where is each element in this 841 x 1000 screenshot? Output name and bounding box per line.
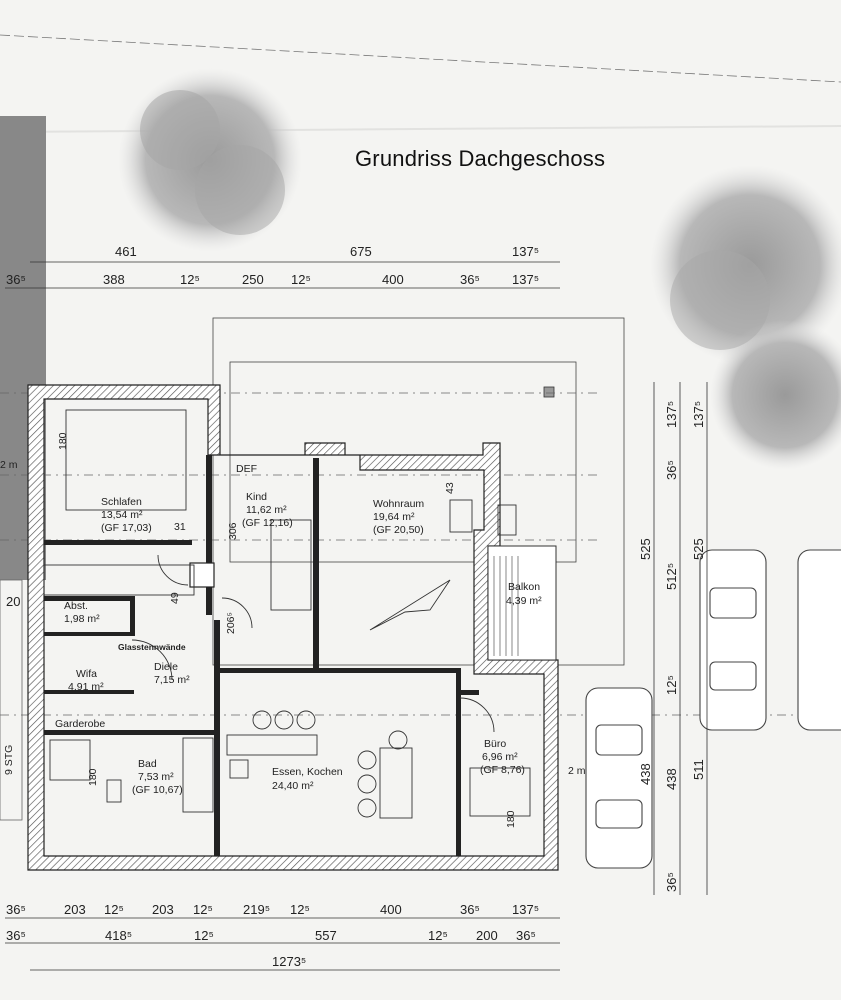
roof-outline — [212, 317, 625, 666]
dim-top-6: 12⁵ — [180, 272, 200, 287]
dim-bottom-13: 12⁵ — [194, 928, 214, 943]
room-name-garderobe: Garderobe — [55, 718, 105, 730]
interior-walls — [44, 455, 479, 856]
note-glass-walls: Glasstennwände — [118, 642, 186, 652]
dim-right-9: 137⁵ — [691, 401, 706, 428]
room-name-kind: Kind — [246, 491, 267, 503]
car-icon — [699, 549, 767, 731]
dim-top-3: 137⁵ — [512, 244, 539, 259]
dim-top-1: 461 — [115, 244, 137, 259]
room-gf-bad: (GF 10,67) — [132, 784, 183, 796]
dim-bottom-8: 400 — [380, 902, 402, 917]
room-name-balkon: Balkon — [508, 581, 540, 593]
room-gf-kind: (GF 12,16) — [242, 517, 293, 529]
dim-bottom-4: 203 — [152, 902, 174, 917]
exterior-wall — [27, 384, 559, 871]
furniture — [43, 409, 531, 819]
interior-dim: 180 — [87, 768, 99, 786]
page-title: Grundriss Dachgeschoss — [355, 146, 606, 171]
dim-right-3: 137⁵ — [664, 401, 679, 428]
dimension-lines — [5, 261, 708, 971]
room-name-schlafen: Schlafen — [101, 496, 142, 508]
room-name-buero: Büro — [484, 738, 506, 750]
dim-top-10: 36⁵ — [460, 272, 480, 287]
room-area-diele: 7,15 m² — [154, 674, 190, 686]
room-area-abst: 1,98 m² — [64, 613, 100, 625]
dim-right-8: 36⁵ — [664, 872, 679, 892]
dim-bottom-3: 12⁵ — [104, 902, 124, 917]
room-area-bad: 7,53 m² — [138, 771, 174, 783]
room-gf-buero: (GF 8,76) — [480, 764, 525, 776]
room-area-schlafen: 13,54 m² — [101, 509, 143, 521]
dim-top-9: 400 — [382, 272, 404, 287]
room-name-abst: Abst. — [64, 600, 88, 612]
dim-right-4: 36⁵ — [664, 460, 679, 480]
dim-top-4: 36⁵ — [6, 272, 26, 287]
room-area-wohnraum: 19,64 m² — [373, 511, 415, 523]
tree-icon — [650, 165, 841, 470]
dim-bottom-10: 137⁵ — [512, 902, 539, 917]
dim-top-11: 137⁵ — [512, 272, 539, 287]
dim-top-2: 675 — [350, 244, 372, 259]
dim-bottom-14: 557 — [315, 928, 337, 943]
room-area-balkon: 4,39 m² — [506, 595, 542, 607]
interior-dim: 43 — [444, 482, 456, 494]
neighbour-outline — [0, 579, 23, 821]
side-label: 2 m — [0, 459, 18, 471]
dim-bottom-2: 203 — [64, 902, 86, 917]
dim-right-5: 512⁵ — [664, 563, 679, 590]
dim-right-2: 438 — [638, 763, 653, 785]
room-gf-schlafen: (GF 17,03) — [101, 522, 152, 534]
dim-bottom-9: 36⁵ — [460, 902, 480, 917]
dim-bottom-16: 200 — [476, 928, 498, 943]
interior-dim: 180 — [505, 810, 517, 828]
dim-bottom-15: 12⁵ — [428, 928, 448, 943]
interior-dim: 180 — [57, 432, 69, 450]
room-area-buero: 6,96 m² — [482, 751, 518, 763]
dim-bottom-11: 36⁵ — [6, 928, 26, 943]
room-area-essen: 24,40 m² — [272, 780, 314, 792]
dim-top-8: 12⁵ — [291, 272, 311, 287]
dim-right-1: 525 — [638, 538, 653, 560]
dim-right-7: 438 — [664, 768, 679, 790]
dim-bottom-12: 418⁵ — [105, 928, 132, 943]
room-area-kind: 11,62 m² — [246, 504, 287, 516]
car-icon — [797, 549, 841, 731]
car-icon — [585, 687, 653, 869]
dim-right-6: 12⁵ — [664, 675, 679, 695]
dim-top-5: 388 — [103, 272, 125, 287]
side-label: 9 STG — [3, 745, 15, 775]
dim-bottom-1: 36⁵ — [6, 902, 26, 917]
tree-icon — [118, 68, 302, 252]
room-name-diele: Diele — [154, 661, 178, 673]
dim-right-11: 511 — [691, 759, 706, 780]
property-line — [0, 34, 841, 83]
dim-top-7: 250 — [242, 272, 264, 287]
room-name-essen: Essen, Kochen — [272, 766, 343, 778]
side-label: 20 — [6, 594, 20, 609]
balcony — [487, 545, 557, 661]
room-gf-wohnraum: (GF 20,50) — [373, 524, 424, 536]
dim-bottom-7: 12⁵ — [290, 902, 310, 917]
dormer-outline — [229, 361, 577, 563]
side-label: 2 m — [568, 765, 586, 777]
interior-dim: 206⁵ — [225, 612, 237, 634]
interior-dim: 31 — [174, 521, 186, 533]
room-name-wifa: Wifa — [76, 668, 97, 680]
dim-bottom-5: 12⁵ — [193, 902, 213, 917]
note-def: DEF — [236, 463, 257, 475]
dim-bottom-17: 36⁵ — [516, 928, 536, 943]
interior-dim: 306 — [227, 522, 239, 540]
room-area-wifa: 4,91 m² — [68, 681, 104, 693]
interior-dim: 49 — [169, 592, 181, 604]
dim-right-10: 525 — [691, 538, 706, 560]
chimney — [543, 386, 555, 398]
room-name-wohnraum: Wohnraum — [373, 498, 424, 510]
dim-bottom-6: 219⁵ — [243, 902, 270, 917]
dim-bottom-total: 1273⁵ — [272, 954, 306, 969]
room-name-bad: Bad — [138, 758, 157, 770]
